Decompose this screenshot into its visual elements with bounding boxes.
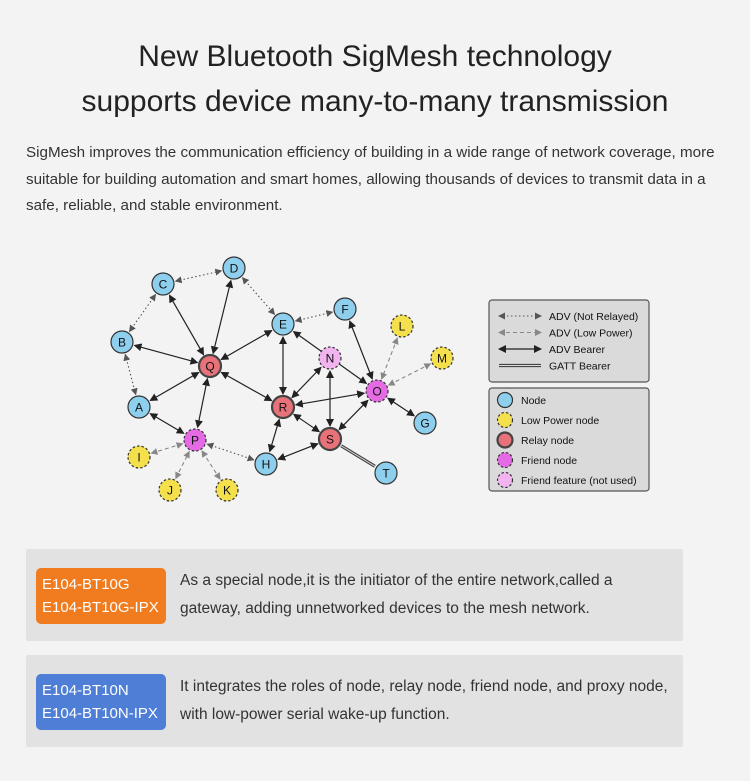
svg-text:L: L [399,320,406,334]
svg-text:O: O [372,385,381,399]
legend-node-label: Relay node [521,435,574,447]
edge-A-P [149,413,185,434]
legend-node-label: Friend feature (not used) [521,475,637,487]
mesh-node-D: D [222,256,246,280]
legend-line-label: ADV (Low Power) [549,328,632,340]
mesh-node-Q: Q [197,353,223,379]
svg-text:G: G [420,417,429,431]
svg-text:T: T [382,467,390,481]
legend-node-label: Node [521,395,546,407]
legend-swatch-relay [496,431,514,449]
legend-line-label: GATT Bearer [549,361,611,373]
edge-D-Q [210,279,234,355]
edge-D-E [241,277,276,315]
edge-I-P [150,442,184,455]
svg-text:C: C [159,278,168,292]
model-badge-gateway: E104-BT10G E104-BT10G-IPX [36,568,166,624]
svg-text:Q: Q [205,360,214,374]
mesh-node-N: N [318,346,342,370]
heading-line-2: supports device many-to-many transmissio… [81,85,669,118]
edge-S-O [338,399,369,431]
edge-K-P [201,450,221,480]
edge-R-H [267,418,282,453]
mesh-node-K: K [215,478,239,502]
edge-C-D [174,268,223,284]
svg-text:D: D [230,262,239,276]
intro-paragraph: SigMesh improves the communication effic… [26,144,715,214]
legend-node-label: Low Power node [521,415,599,427]
mesh-node-I: I [127,445,151,469]
mesh-node-P: P [183,428,207,452]
card-gateway: E104-BT10G E104-BT10G-IPX As a special n… [26,549,683,641]
svg-text:I: I [137,451,140,465]
mesh-node-R: R [270,394,296,420]
mesh-node-M: M [430,346,454,370]
svg-text:R: R [279,401,288,415]
mesh-node-F: F [333,297,357,321]
mesh-node-E: E [271,312,295,336]
mesh-node-H: H [254,452,278,476]
mesh-node-S: S [317,426,343,452]
badge-model-name-ipx: E104-BT10G-IPX [42,599,159,616]
legend-line-label: ADV (Not Relayed) [549,311,638,323]
svg-text:A: A [135,401,143,415]
edge-R-S [292,413,321,433]
mesh-node-J: J [158,478,182,502]
svg-text:K: K [223,484,231,498]
edge-N-R [291,366,322,399]
edge-P-H [206,442,255,462]
mesh-node-B: B [110,330,134,354]
svg-text:E: E [279,318,287,332]
svg-text:M: M [437,352,447,366]
edge-P-Q [195,377,210,429]
svg-text:F: F [341,303,348,317]
mesh-node-G: G [413,411,437,435]
badge-model-name: E104-BT10N [42,682,129,699]
legend-swatch-friend [496,451,514,469]
badge-model-name-ipx: E104-BT10N-IPX [42,705,158,722]
edge-A-Q [149,371,200,402]
edge-O-G [386,397,416,417]
heading-line-1: New Bluetooth SigMesh technology [138,40,612,73]
mesh-node-T: T [374,461,398,485]
mesh-node-A: A [127,395,151,419]
svg-text:N: N [326,352,335,366]
model-badge-node: E104-BT10N E104-BT10N-IPX [36,674,166,730]
badge-model-name: E104-BT10G [42,576,130,593]
edge-B-Q [133,343,199,365]
edge-C-B [128,293,157,333]
mesh-node-C: C [151,272,175,296]
edge-L-O [380,337,399,380]
card-description: As a special node,it is the initiator of… [180,572,613,617]
edge-F-O [348,320,374,380]
legend-swatch-friend-unused [496,471,514,489]
legend-swatch-node [496,391,514,409]
card-node: E104-BT10N E104-BT10N-IPX It integrates … [26,655,683,747]
edge-J-P [175,450,190,480]
edge-E-Q [220,329,273,361]
legend-line-label: ADV Bearer [549,344,606,356]
edge-S-H [277,442,319,461]
svg-text:S: S [326,433,334,447]
svg-text:H: H [262,458,271,472]
edge-B-A [123,353,138,396]
svg-text:P: P [191,434,199,448]
legend-lines-box: ADV (Not Relayed) ADV (Low Power) ADV Bear… [488,299,650,383]
card-description: It integrates the roles of node, relay n… [180,678,668,723]
edge-M-O [387,363,432,386]
legend-swatch-low-power [496,411,514,429]
edge-E-F [294,310,334,323]
mesh-node-O: O [365,379,389,403]
edge-C-Q [168,294,205,356]
svg-text:B: B [118,336,126,350]
edge-Q-R [220,371,273,402]
svg-text:J: J [167,484,173,498]
mesh-node-L: L [390,314,414,338]
legend-node-label: Friend node [521,455,577,467]
